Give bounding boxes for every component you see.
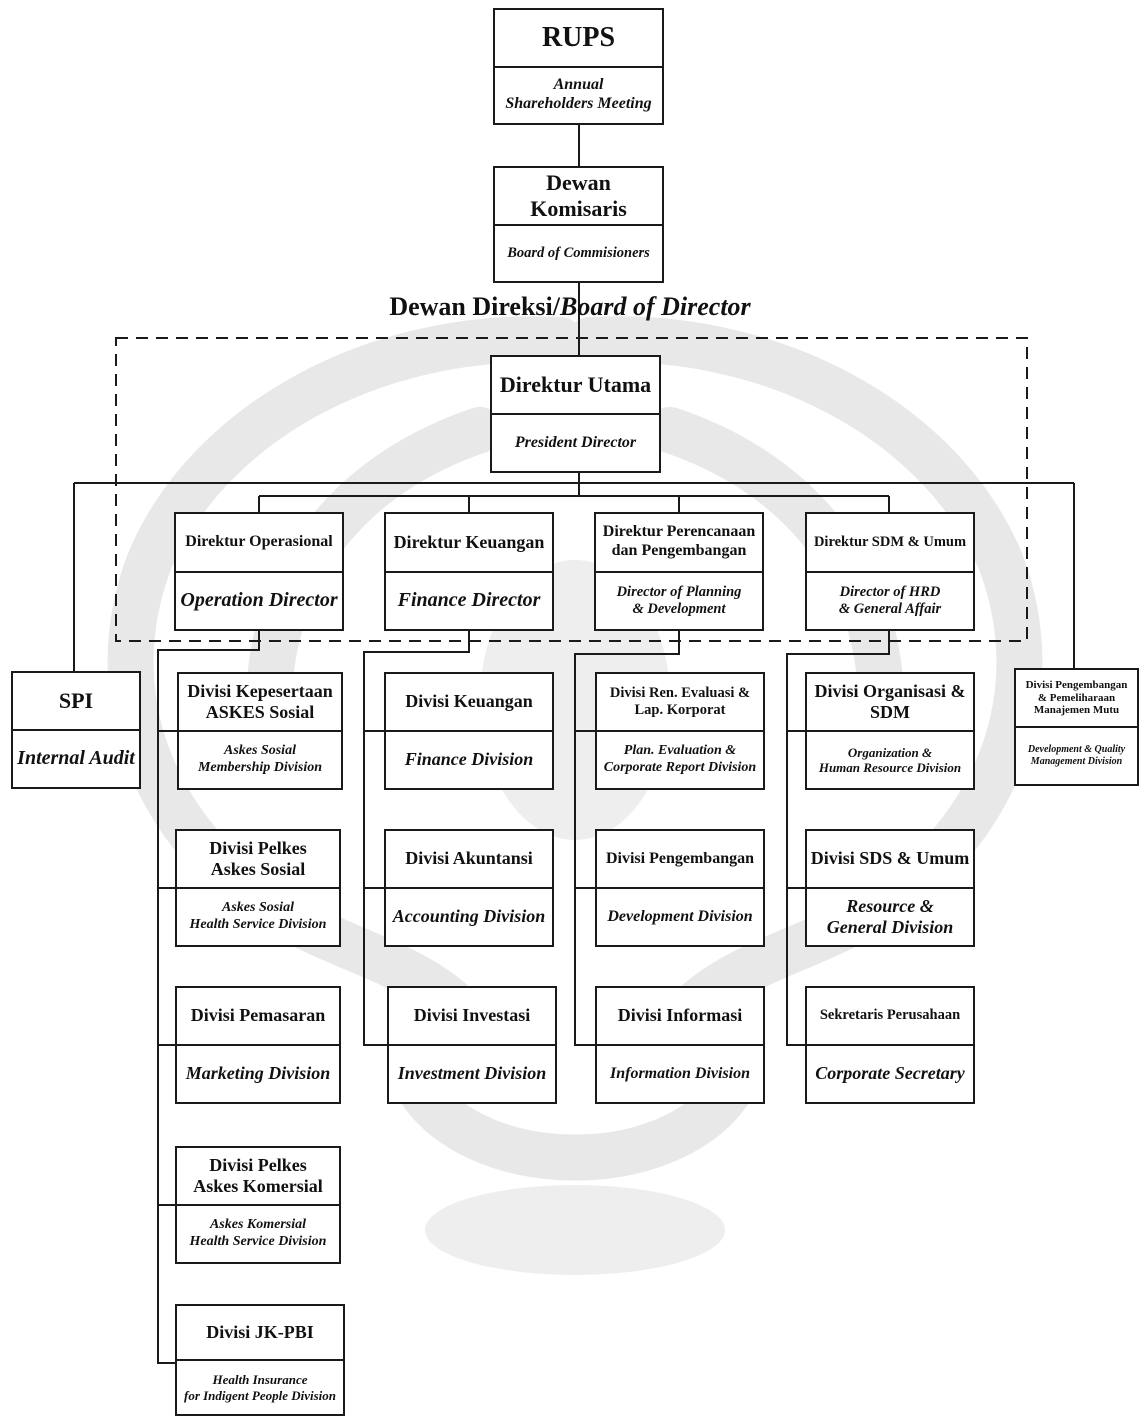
board-of-director-frame [115, 337, 1028, 642]
node-direktur-operasional: Direktur Operasional Operation Director [174, 512, 344, 631]
node-title: RUPS [495, 10, 662, 68]
node-divisi-informasi: Divisi Informasi Information Division [595, 986, 765, 1104]
node-divisi-pengembangan: Divisi Pengembangan Development Division [595, 829, 765, 947]
node-title: Divisi Pelkes Askes Komersial [177, 1148, 339, 1206]
node-title: Divisi Keuangan [386, 674, 552, 732]
node-subtitle: Information Division [609, 1064, 751, 1082]
node-direktur-utama: Direktur Utama President Director [490, 355, 661, 473]
node-divisi-akuntansi: Divisi Akuntansi Accounting Division [384, 829, 554, 947]
node-title: SPI [13, 673, 139, 731]
node-subtitle: Organization & Human Resource Division [818, 744, 962, 775]
node-title: Divisi Ren. Evaluasi & Lap. Korporat [597, 674, 763, 732]
node-subtitle: President Director [514, 433, 637, 451]
node-title: Divisi SDS & Umum [807, 831, 973, 889]
node-sekretaris-perusahaan: Sekretaris Perusahaan Corporate Secretar… [805, 986, 975, 1104]
node-title: Direktur SDM & Umum [807, 514, 973, 573]
node-divisi-sds-umum: Divisi SDS & Umum Resource & General Div… [805, 829, 975, 947]
node-divisi-organisasi: Divisi Organisasi & SDM Organization & H… [805, 672, 975, 790]
board-of-director-title: Dewan Direksi/Board of Director [300, 292, 840, 322]
connector-col-keuangan [363, 630, 470, 1046]
node-title: Divisi Pengembangan & Pemeliharaan Manaj… [1016, 670, 1137, 728]
node-spi: SPI Internal Audit [11, 671, 141, 789]
node-direktur-perencanaan: Direktur Perencanaan dan Pengembangan Di… [594, 512, 764, 631]
node-subtitle: Finance Director [397, 588, 541, 611]
node-subtitle: Director of HRD & General Affair [838, 583, 942, 617]
watermark-tail [425, 1185, 725, 1275]
node-subtitle: Corporate Secretary [815, 1063, 965, 1084]
node-divisi-pemasaran: Divisi Pemasaran Marketing Division [175, 986, 341, 1104]
node-divisi-ren-evaluasi: Divisi Ren. Evaluasi & Lap. Korporat Pla… [595, 672, 765, 790]
node-rups: RUPS Annual Shareholders Meeting [493, 8, 664, 125]
node-title: Divisi Organisasi & SDM [807, 674, 973, 732]
connector-col-operasional [157, 630, 260, 1364]
node-subtitle: Accounting Division [392, 906, 546, 927]
connector-col-sdm [786, 630, 890, 1046]
node-title: Divisi Pelkes Askes Sosial [177, 831, 339, 889]
node-subtitle: Development Division [607, 907, 753, 925]
node-subtitle: Askes Sosial Health Service Division [189, 900, 327, 932]
node-title: Dewan Komisaris [495, 168, 662, 226]
node-subtitle: Health Insurance for Indigent People Div… [183, 1372, 337, 1403]
node-subtitle: Development & Quality Management Divisio… [1027, 744, 1126, 767]
node-title: Direktur Perencanaan dan Pengembangan [596, 514, 762, 573]
node-divisi-investasi: Divisi Investasi Investment Division [387, 986, 557, 1104]
node-subtitle: Plan. Evaluation & Corporate Report Divi… [603, 743, 757, 775]
node-subtitle: Askes Sosial Membership Division [197, 743, 323, 775]
watermark-base [397, 1067, 753, 1181]
node-divisi-kepesertaan: Divisi Kepesertaan ASKES Sosial Askes So… [177, 672, 343, 790]
node-divisi-pengembangan-mutu: Divisi Pengembangan & Pemeliharaan Manaj… [1014, 668, 1139, 786]
connector-col-perencanaan [574, 630, 680, 1046]
node-subtitle: Marketing Division [185, 1063, 331, 1084]
node-title: Divisi Kepesertaan ASKES Sosial [179, 674, 341, 732]
node-divisi-pelkes-sosial: Divisi Pelkes Askes Sosial Askes Sosial … [175, 829, 341, 947]
node-subtitle: Finance Division [404, 749, 534, 770]
node-title: Direktur Operasional [176, 514, 342, 573]
node-title: Divisi Pengembangan [597, 831, 763, 889]
node-subtitle: Board of Commisioners [507, 244, 650, 261]
node-divisi-keuangan: Divisi Keuangan Finance Division [384, 672, 554, 790]
node-title: Divisi Investasi [389, 988, 555, 1046]
board-title-english: Board of Director [560, 292, 751, 321]
node-title: Sekretaris Perusahaan [807, 988, 973, 1046]
node-dewan-komisaris: Dewan Komisaris Board of Commisioners [493, 166, 664, 283]
node-subtitle: Investment Division [397, 1063, 547, 1084]
node-title: Direktur Utama [492, 357, 659, 415]
node-direktur-sdm: Direktur SDM & Umum Director of HRD & Ge… [805, 512, 975, 631]
node-title: Divisi Akuntansi [386, 831, 552, 889]
node-divisi-pelkes-komersial: Divisi Pelkes Askes Komersial Askes Kome… [175, 1146, 341, 1264]
node-subtitle: Internal Audit [17, 747, 135, 770]
node-subtitle: Askes Komersial Health Service Division [189, 1217, 327, 1249]
node-title: Divisi JK-PBI [177, 1306, 343, 1361]
node-subtitle: Director of Planning & Development [616, 583, 742, 617]
node-title: Divisi Informasi [597, 988, 763, 1046]
node-divisi-jkpbi: Divisi JK-PBI Health Insurance for Indig… [175, 1304, 345, 1416]
node-subtitle: Annual Shareholders Meeting [505, 76, 652, 113]
node-subtitle: Resource & General Division [826, 895, 954, 937]
node-direktur-keuangan: Direktur Keuangan Finance Director [384, 512, 554, 631]
node-title: Divisi Pemasaran [177, 988, 339, 1046]
node-title: Direktur Keuangan [386, 514, 552, 573]
node-subtitle: Operation Director [180, 588, 338, 611]
board-title-indonesian: Dewan Direksi/ [389, 292, 561, 321]
